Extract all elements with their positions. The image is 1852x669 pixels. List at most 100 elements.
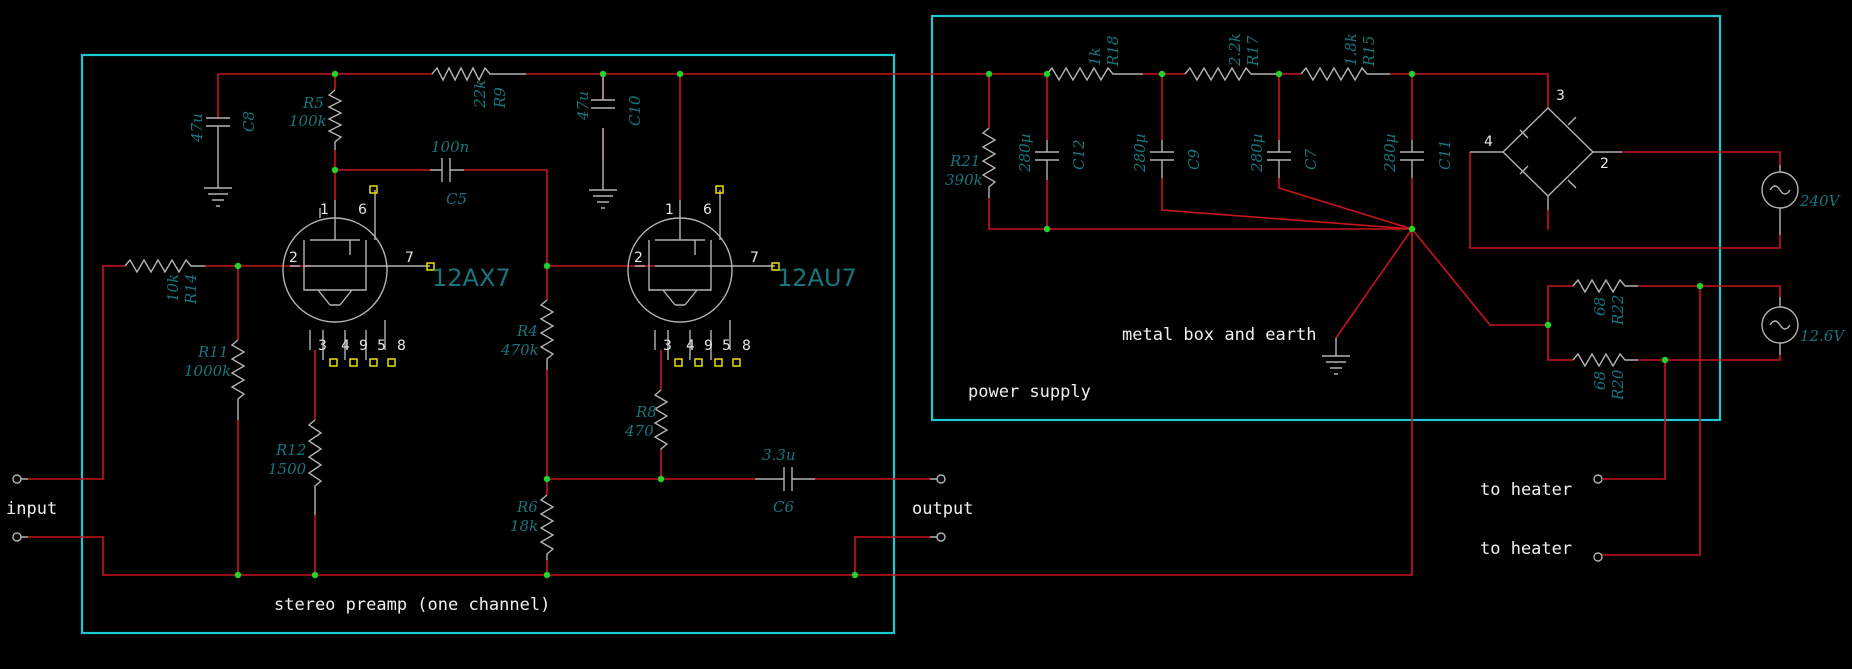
capacitor-c5 [430,158,464,182]
capacitor-c12 [1035,140,1059,180]
r12-name: R12 [275,441,306,459]
v1-pin-7: 7 [405,250,414,266]
v1-pin-3: 3 [318,338,327,354]
r9-value: 22k [471,80,489,109]
v1-pin-6: 6 [358,202,367,218]
preamp-box-label: stereo preamp (one channel) [274,595,550,615]
resistor-r14 [124,258,205,274]
c9-value: 280µ [1131,134,1149,173]
preamp-wiring [28,73,1413,576]
preamp-box [80,53,896,635]
resistor-r9 [431,66,526,82]
output-label: output [912,499,973,519]
psu-wiring [932,73,1781,556]
resistor-r18 [1046,66,1143,82]
resistor-r5 [327,89,343,150]
junction-dots [234,70,1704,579]
resistor-r6 [539,494,555,560]
power-supply-box [930,14,1722,422]
r22-name: R22 [1609,295,1627,326]
capacitor-c6 [755,467,815,491]
resistor-r12 [307,419,323,515]
capacitor-c9 [1150,140,1174,178]
resistor-r20 [1572,352,1638,368]
r5-value: 100k [289,112,327,130]
v1-pin-9: 9 [359,338,368,354]
r5-name: R5 [302,94,324,112]
c12-value: 280µ [1016,134,1034,173]
input-label: input [6,499,57,519]
r17-value: 2.2k [1226,33,1244,67]
r18-name: R18 [1104,36,1122,67]
c6-value: 3.3u [762,446,796,464]
terminals[interactable] [12,474,1603,562]
r9-name: R9 [491,87,509,109]
resistor-r15 [1300,66,1390,82]
c7-name: C7 [1302,149,1320,170]
c10-name: C10 [626,95,644,126]
r8-value: 470 [624,422,654,440]
v2-pin-7: 7 [750,250,759,266]
r15-name: R15 [1360,36,1378,67]
earth-symbol [1322,338,1350,375]
v2-pin-8: 8 [742,338,751,354]
v2-pin-9: 9 [704,338,713,354]
capacitor-c8 [204,117,232,207]
ac-sources [1761,165,1799,355]
c5-name: C5 [446,190,467,208]
tube-v2 [627,190,775,360]
heater-label-a: to heater [1480,480,1572,500]
resistor-r11 [230,339,246,420]
capacitor-c11 [1400,140,1424,178]
r8-name: R8 [635,403,657,421]
heater-label-b: to heater [1480,539,1572,559]
c7-value: 280µ [1248,134,1266,173]
r14-name: R14 [182,274,200,305]
bridge-pin-2: 2 [1600,156,1609,172]
c11-name: C11 [1436,139,1454,170]
resistor-r8 [653,389,669,450]
resistor-r17 [1184,66,1279,82]
v2-pin-4: 4 [686,338,695,354]
r4-name: R4 [516,322,538,340]
resistor-r22 [1572,278,1638,294]
r6-value: 18k [510,517,538,535]
v2-pin-5: 5 [722,338,731,354]
v1-pin-5: 5 [377,338,386,354]
r14-value: 10k [164,274,182,302]
bridge-pin-3: 3 [1556,88,1565,104]
tube-v1 [282,190,430,360]
r20-name: R20 [1609,369,1627,401]
resistor-r4 [539,299,555,370]
v1-pin-4: 4 [341,338,350,354]
bridge-pin-4: 4 [1484,134,1493,150]
mains-source-label: 240V [1799,192,1842,210]
r20-value: 68 [1591,371,1609,390]
capacitor-c10 [589,74,617,209]
v2-pin-2: 2 [634,250,643,266]
c11-value: 280µ [1381,134,1399,173]
c8-name: C8 [240,111,258,132]
v2-pin-6: 6 [703,202,712,218]
r11-name: R11 [197,343,228,361]
r17-name: R17 [1244,35,1262,67]
v2-pin-3: 3 [663,338,672,354]
r15-value: 1.8k [1342,33,1360,66]
c5-value: 100n [431,138,469,156]
v2-pin-1: 1 [665,202,674,218]
r4-value: 470k [500,341,539,359]
r12-value: 1500 [268,460,307,478]
tube-pins [329,185,780,367]
metal-box-earth-label: metal box and earth [1122,325,1316,345]
psu-components [981,66,1638,375]
tube-v2-label: 12AU7 [777,264,857,292]
resistor-r21 [981,127,997,198]
power-supply-label: power supply [968,382,1091,402]
c12-name: C12 [1070,139,1088,170]
v1-pin-2: 2 [289,250,298,266]
v1-pin-8: 8 [397,338,406,354]
r11-value: 1000k [184,362,231,380]
r21-name: R21 [949,152,980,170]
c9-name: C9 [1185,149,1203,170]
